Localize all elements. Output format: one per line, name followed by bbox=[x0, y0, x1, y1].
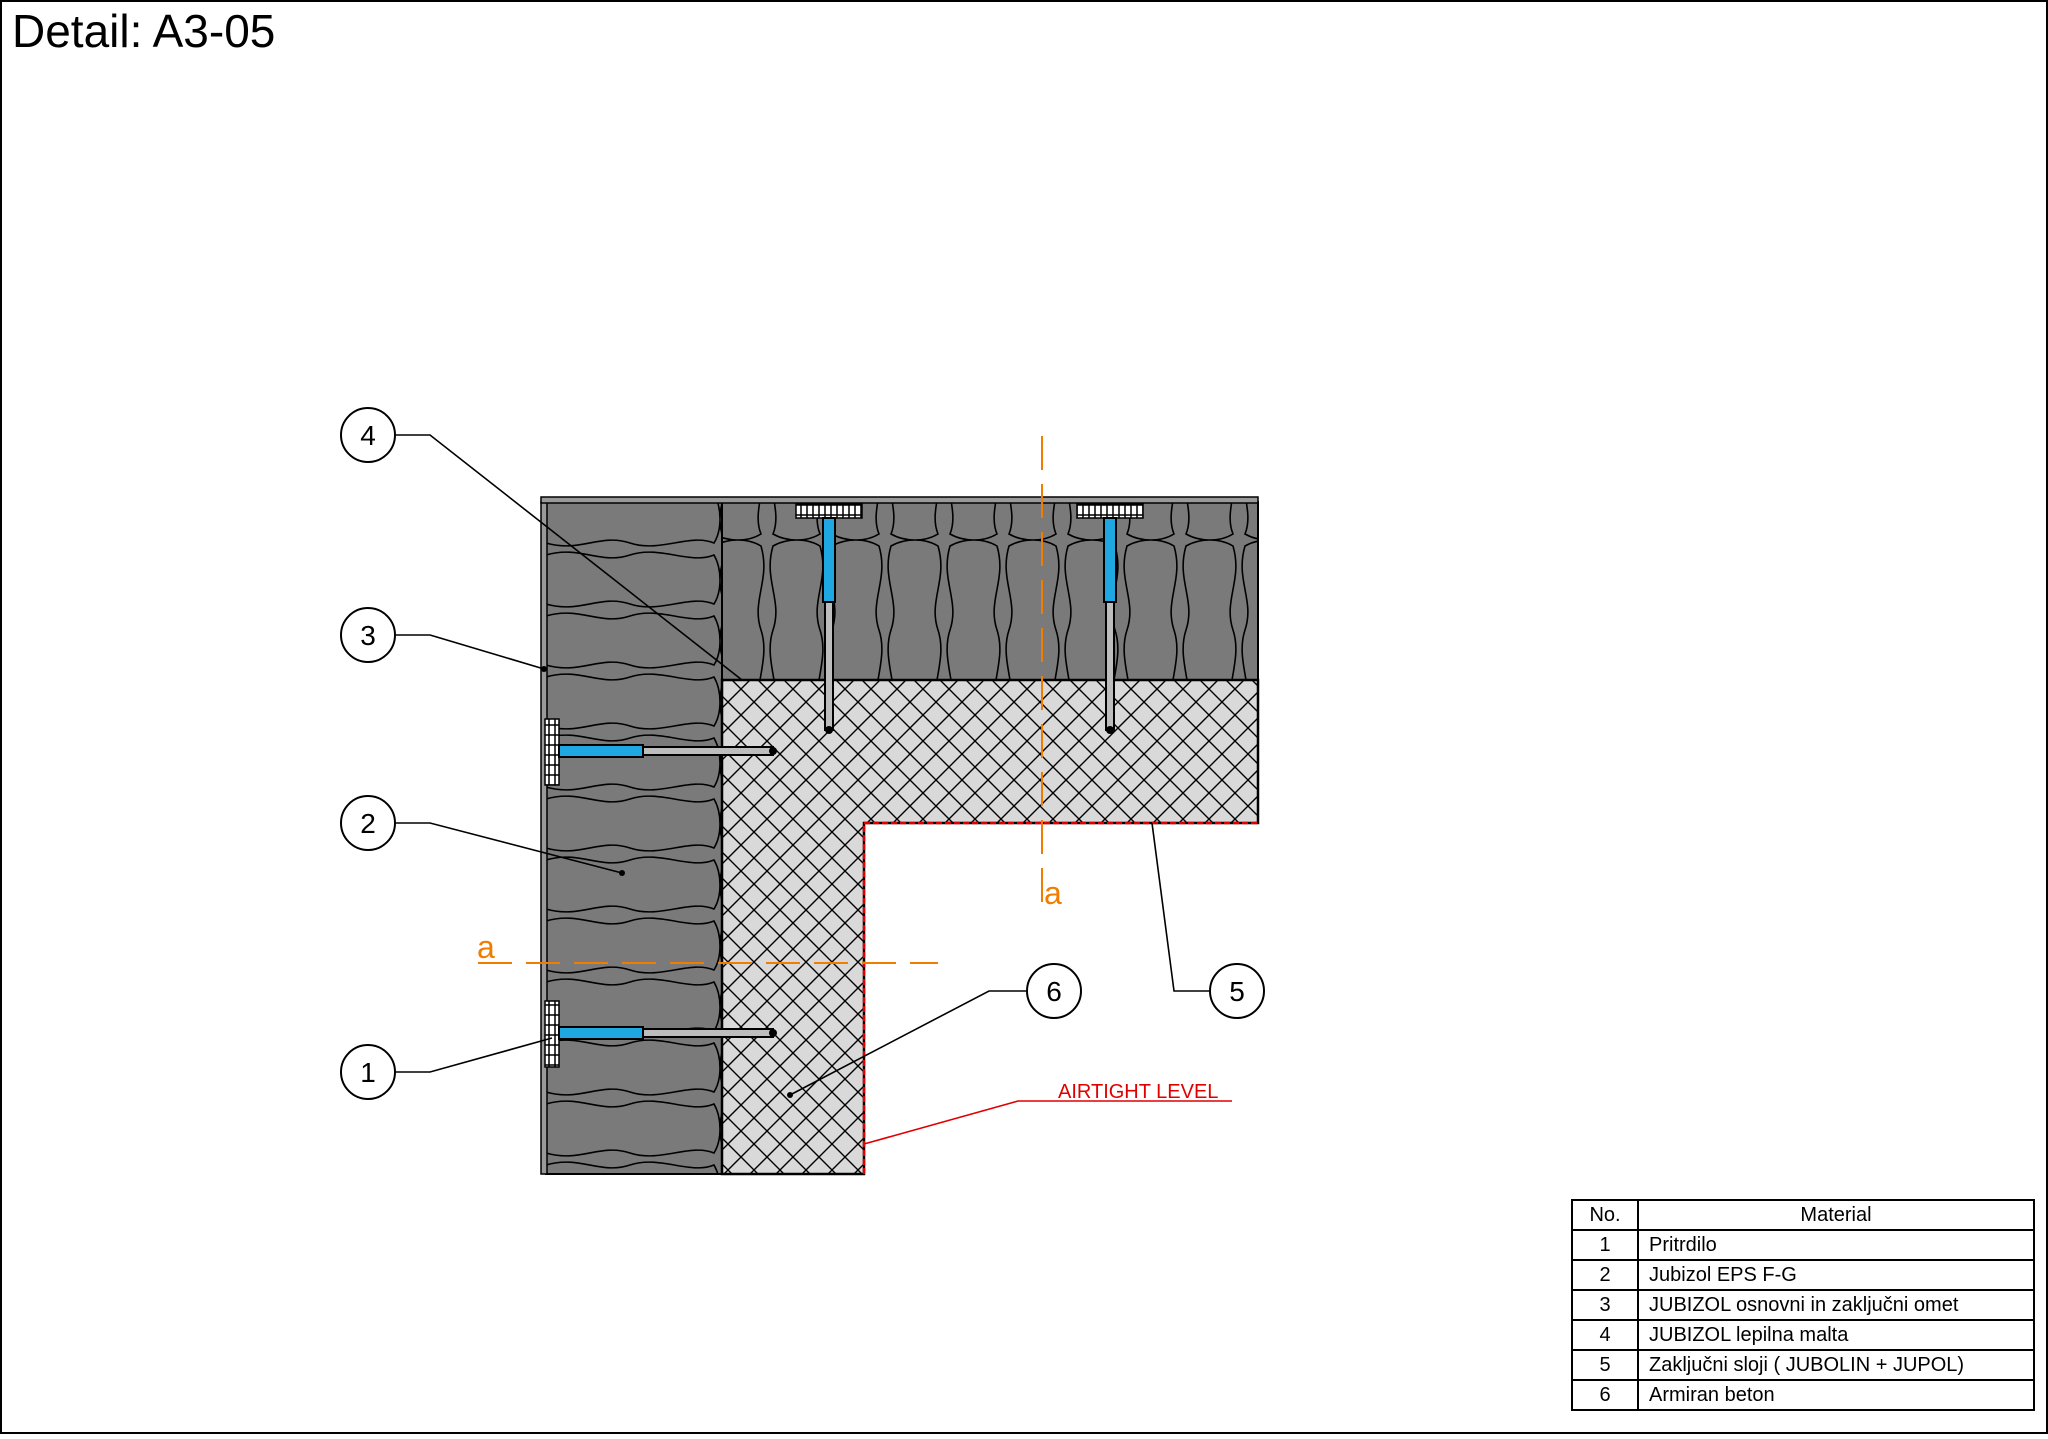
callout-3: 3 bbox=[340, 607, 396, 663]
leader-lines bbox=[396, 434, 1232, 1145]
slab-render-layer bbox=[540, 496, 1259, 504]
legend-row-material: Jubizol EPS F-G bbox=[1637, 1259, 2035, 1291]
wall-render-layer bbox=[540, 501, 548, 1175]
legend-row-material: JUBIZOL lepilna malta bbox=[1637, 1319, 2035, 1351]
svg-text:2: 2 bbox=[360, 808, 376, 839]
wall-anchor-lower bbox=[544, 1000, 777, 1068]
legend-row-no: 1 bbox=[1571, 1229, 1639, 1261]
airtight-label: AIRTIGHT LEVEL bbox=[1058, 1081, 1218, 1103]
legend-row-material: Pritrdilo bbox=[1637, 1229, 2035, 1261]
legend-row-material: Armiran beton bbox=[1637, 1379, 2035, 1411]
leader-dot-6 bbox=[787, 1092, 793, 1098]
section-mark-horizontal: a bbox=[477, 929, 495, 965]
legend-header-row: No. Material bbox=[1571, 1199, 2035, 1231]
legend-row-no: 5 bbox=[1571, 1349, 1639, 1381]
callout-5: 5 bbox=[1209, 963, 1265, 1019]
section-mark-vertical: a bbox=[1044, 875, 1062, 911]
callout-4: 4 bbox=[340, 407, 396, 463]
legend-header-material: Material bbox=[1637, 1199, 2035, 1231]
legend-row-no: 4 bbox=[1571, 1319, 1639, 1351]
svg-text:5: 5 bbox=[1229, 976, 1245, 1007]
legend-row-no: 2 bbox=[1571, 1259, 1639, 1291]
svg-text:3: 3 bbox=[360, 620, 376, 651]
svg-text:1: 1 bbox=[360, 1057, 376, 1088]
legend-row-no: 3 bbox=[1571, 1289, 1639, 1321]
slab-anchor-right bbox=[1076, 503, 1144, 734]
legend-header-no: No. bbox=[1571, 1199, 1639, 1231]
svg-text:6: 6 bbox=[1046, 976, 1062, 1007]
legend-row-material: JUBIZOL osnovni in zaključni omet bbox=[1637, 1289, 2035, 1321]
wall-eps-insulation bbox=[545, 501, 723, 1175]
callout-1: 1 bbox=[340, 1044, 396, 1100]
svg-text:4: 4 bbox=[360, 420, 376, 451]
wall-anchor-upper bbox=[544, 718, 777, 786]
leader-dot-2 bbox=[619, 870, 625, 876]
leader-dot-3 bbox=[541, 666, 547, 672]
slab-anchor-left bbox=[795, 503, 863, 734]
legend-row-material: Zaključni sloji ( JUBOLIN + JUPOL) bbox=[1637, 1349, 2035, 1381]
detail-title: Detail: A3-05 bbox=[12, 5, 276, 57]
legend-row-no: 6 bbox=[1571, 1379, 1639, 1411]
slab-eps-insulation bbox=[721, 501, 1259, 681]
callout-2: 2 bbox=[340, 795, 396, 851]
callout-6: 6 bbox=[1026, 963, 1082, 1019]
